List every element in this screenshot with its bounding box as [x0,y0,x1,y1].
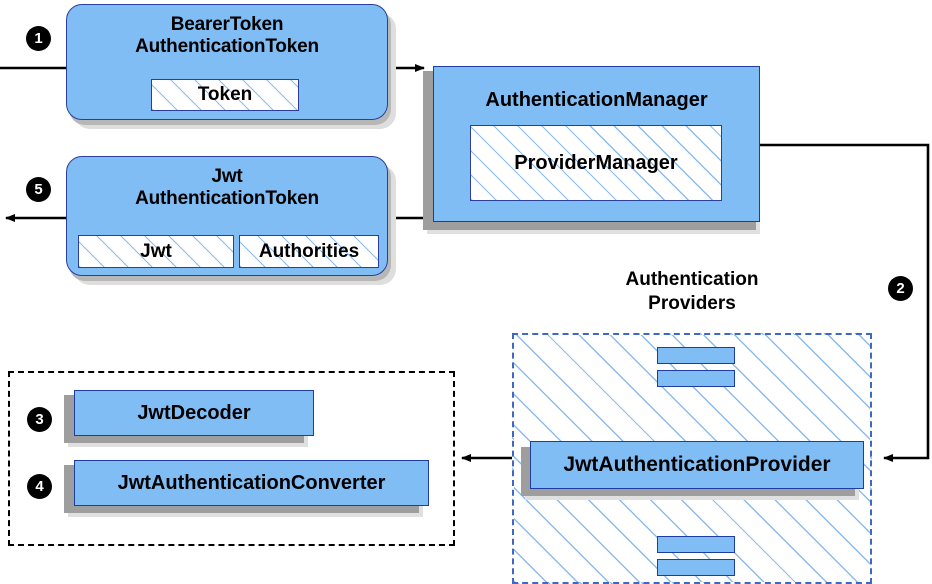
jwt-token-node[interactable]: Jwt AuthenticationToken Jwt Authorities [66,156,388,276]
step-marker-5: 5 [26,177,51,202]
provider-placeholder-bar-3 [657,536,735,553]
authentication-manager-node[interactable]: AuthenticationManager ProviderManager [433,66,760,222]
jwt-decoder-node[interactable]: JwtDecoder [74,390,314,436]
bearer-token-field-token: Token [151,79,299,111]
step-marker-4: 4 [27,474,52,499]
bearer-token-node[interactable]: BearerToken AuthenticationToken Token [66,4,388,120]
bearer-token-title-line1: BearerToken [170,14,284,35]
authentication-manager-title: AuthenticationManager [485,89,708,111]
bearer-token-title-line2: AuthenticationToken [135,36,319,57]
jwt-support-container: JwtDecoder JwtAuthenticationConverter [8,371,455,546]
jwt-token-title-line2: AuthenticationToken [135,188,319,209]
jwt-token-title-line1: Jwt [211,166,243,187]
provider-placeholder-bar-4 [657,559,735,576]
authentication-providers-title-line2: Providers [648,293,736,314]
step-marker-3: 3 [27,407,52,432]
jwt-authentication-provider-node[interactable]: JwtAuthenticationProvider [530,441,864,489]
authentication-providers-title-line1: Authentication [625,269,759,290]
authentication-manager-field-provider-manager: ProviderManager [470,125,722,201]
provider-placeholder-bar-1 [657,347,735,364]
provider-placeholder-bar-2 [657,370,735,387]
jwt-token-field-jwt: Jwt [78,235,234,268]
authentication-providers-container: JwtAuthenticationProvider [512,333,872,584]
step-marker-2: 2 [888,276,913,301]
jwt-token-field-authorities: Authorities [239,235,379,268]
step-marker-1: 1 [26,26,51,51]
jwt-authentication-converter-node[interactable]: JwtAuthenticationConverter [74,460,429,506]
